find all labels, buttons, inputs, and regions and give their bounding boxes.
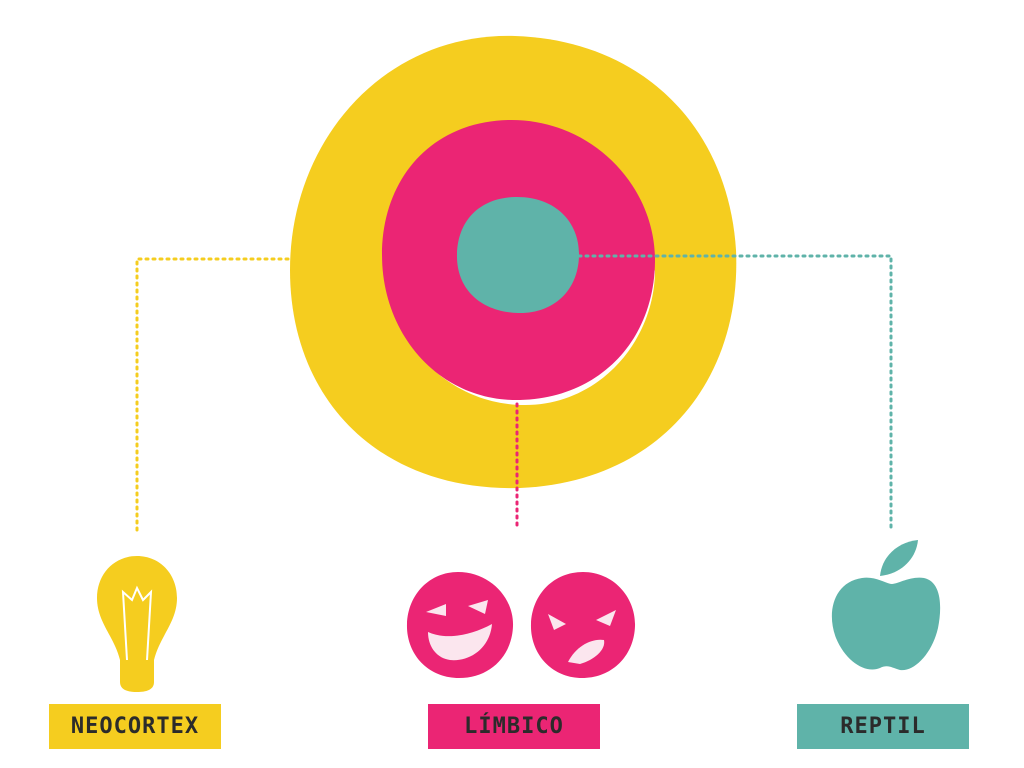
happy-face-mouth — [428, 624, 492, 661]
neocortex-connector — [135, 257, 290, 532]
neocortex-label: NEOCORTEX — [70, 714, 200, 739]
angry-face-left-eye — [548, 614, 566, 630]
reptilian-core — [456, 196, 580, 314]
angry-face-icon — [530, 572, 636, 678]
happy-face-right-eye — [468, 600, 488, 614]
neocortex-label-box — [49, 704, 221, 749]
bulb-glass — [97, 556, 177, 660]
apple-leaf — [880, 540, 918, 576]
happy-face-icon — [406, 572, 514, 678]
reptilian-connector — [577, 254, 893, 534]
reptilian-label: REPTIL — [840, 714, 926, 739]
angry-face-right-eye — [596, 610, 616, 626]
angry-face-mouth — [568, 639, 605, 664]
limbic-label: LÍMBICO — [464, 714, 564, 739]
apple-body — [831, 577, 941, 671]
reptilian-label-box — [797, 704, 969, 749]
bulb-filament — [121, 585, 153, 661]
limbic-label-box — [428, 704, 600, 749]
happy-face-left-eye — [426, 604, 446, 616]
light-bulb-icon — [97, 556, 177, 692]
bulb-base — [120, 660, 154, 692]
apple-icon — [831, 540, 941, 671]
happy-face-head — [406, 572, 514, 678]
angry-face-head — [530, 572, 636, 678]
